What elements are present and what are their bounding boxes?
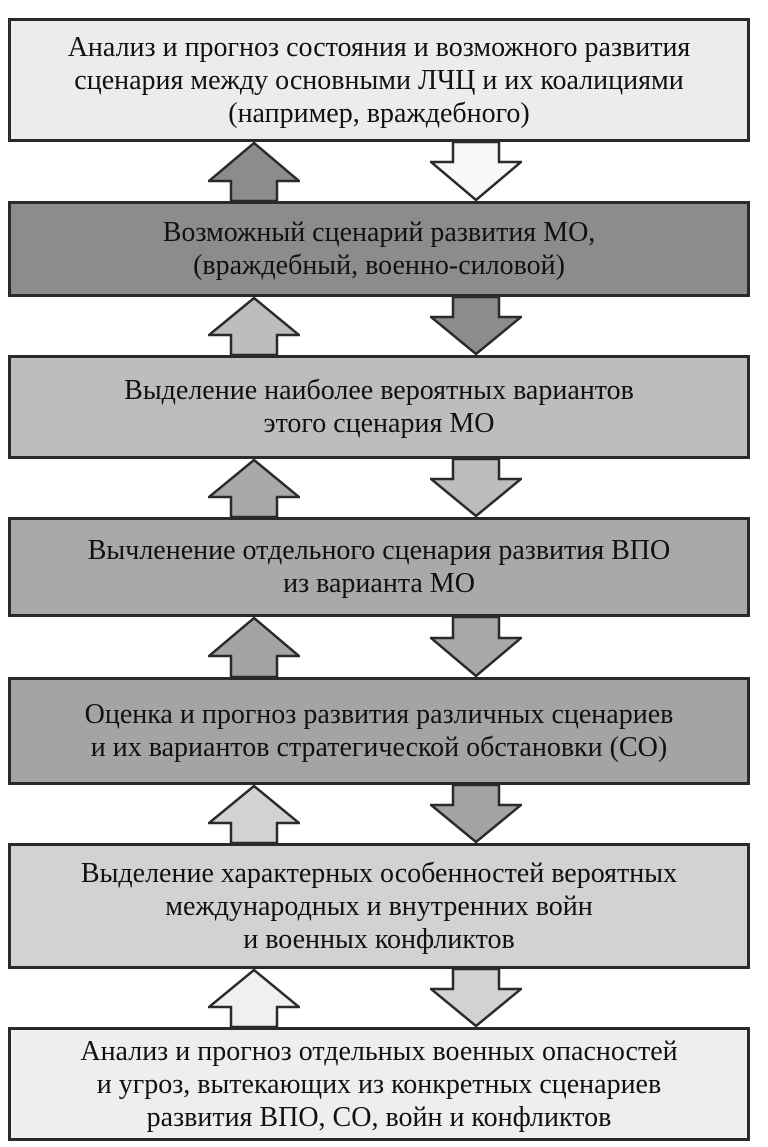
step-box-7-text: Анализ и прогноз отдельных военных опасн… — [80, 1035, 677, 1134]
step-box-3-line-1: Выделение наиболее вероятных вариантов — [124, 375, 634, 406]
step-box-4-line-2: из варианта МО — [283, 568, 475, 599]
step-box-2-text: Возможный сценарий развития МО, (враждеб… — [163, 216, 596, 282]
step-box-1: Анализ и прогноз состояния и возможного … — [8, 18, 750, 142]
up-arrow-4 — [208, 617, 300, 677]
step-box-4: Вычленение отдельного сценария развития … — [8, 517, 750, 617]
down-arrow-2 — [430, 297, 522, 355]
step-box-3: Выделение наиболее вероятных вариантов э… — [8, 355, 750, 459]
step-box-4-line-1: Вычленение отдельного сценария развития … — [87, 535, 671, 566]
up-arrow-2 — [208, 297, 300, 355]
step-box-6-line-2: международных и внутренних войн — [165, 890, 593, 922]
step-box-5: Оценка и прогноз развития различных сцен… — [8, 677, 750, 785]
step-box-5-line-1: Оценка и прогноз развития различных сцен… — [84, 699, 674, 730]
step-box-3-line-2: этого сценария МО — [263, 408, 495, 439]
step-box-1-line-3: (например, враждебного) — [228, 97, 530, 129]
step-box-3-text: Выделение наиболее вероятных вариантов э… — [124, 374, 634, 440]
step-box-2-line-2: (враждебный, военно-силовой) — [193, 250, 565, 281]
up-arrow-5 — [208, 785, 300, 843]
down-arrow-1 — [430, 142, 522, 201]
up-arrow-1 — [208, 142, 300, 201]
step-box-7-line-3: развития ВПО, СО, войн и конфликтов — [146, 1101, 612, 1133]
down-arrow-6 — [430, 969, 522, 1027]
up-arrow-3 — [208, 459, 300, 517]
step-box-2-line-1: Возможный сценарий развития МО, — [162, 217, 596, 248]
step-box-7-line-2: и угроз, вытекающих из конкретных сценар… — [96, 1068, 662, 1100]
up-arrow-6 — [208, 969, 300, 1027]
step-box-1-line-1: Анализ и прогноз состояния и возможного … — [67, 31, 691, 63]
step-box-6-line-1: Выделение характерных особенностей вероя… — [80, 857, 678, 889]
down-arrow-4 — [430, 617, 522, 677]
down-arrow-5 — [430, 785, 522, 843]
step-box-6-line-3: и военных конфликтов — [243, 923, 515, 955]
step-box-5-text: Оценка и прогноз развития различных сцен… — [85, 698, 674, 764]
step-box-4-text: Вычленение отдельного сценария развития … — [88, 534, 671, 600]
step-box-1-line-2: сценария между основными ЛЧЦ и их коалиц… — [74, 64, 684, 96]
step-box-5-line-2: и их вариантов стратегической обстановки… — [90, 732, 668, 763]
step-box-1-text: Анализ и прогноз состояния и возможного … — [68, 31, 691, 130]
step-box-2: Возможный сценарий развития МО, (враждеб… — [8, 201, 750, 297]
down-arrow-3 — [430, 459, 522, 517]
step-box-6-text: Выделение характерных особенностей вероя… — [81, 857, 677, 956]
step-box-6: Выделение характерных особенностей вероя… — [8, 843, 750, 969]
step-box-7-line-1: Анализ и прогноз отдельных военных опасн… — [80, 1035, 678, 1067]
step-box-7: Анализ и прогноз отдельных военных опасн… — [8, 1027, 750, 1141]
